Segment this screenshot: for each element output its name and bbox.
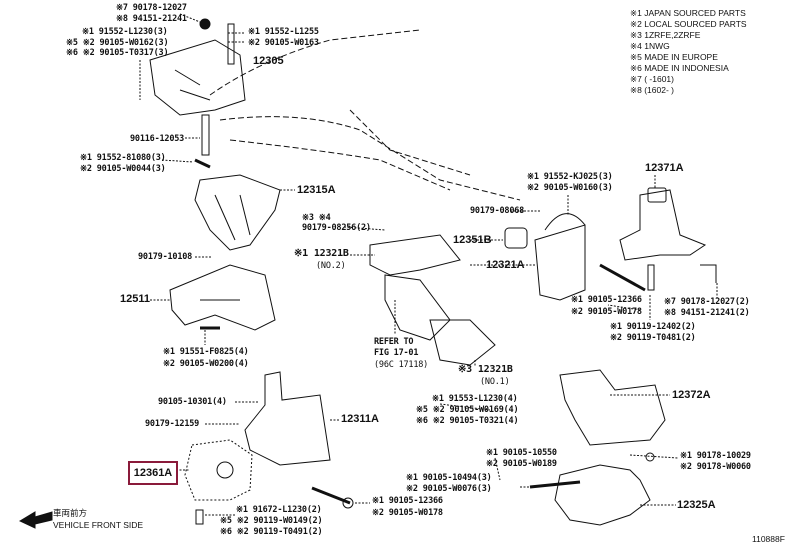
callout: ※5 ※2 90105-W0169(4) (416, 405, 519, 415)
nut-icon (199, 18, 211, 30)
bracket-12321A (534, 213, 586, 301)
callout: ※7 90178-12027(2) (664, 297, 750, 307)
figure-code: 110888F (752, 534, 785, 544)
callout: 90179-10108 (138, 252, 193, 262)
callout: ※2 90105-W0178 (571, 307, 642, 317)
callout: ※2 90105-W0076(3) (406, 484, 492, 494)
callout: ※6 ※2 90105-T0321(4) (416, 416, 519, 426)
callout: ※2 90105-W0178 (372, 508, 443, 518)
part-12315A[interactable]: 12315A (297, 184, 336, 196)
bracket-12311A (244, 371, 331, 466)
callout: ※3 12321B (458, 364, 513, 375)
bolt-icon (227, 23, 235, 65)
legend-item: ※4 1NWG (630, 41, 670, 51)
mount-12361A (184, 439, 253, 501)
legend-item: ※5 MADE IN EUROPE (630, 52, 718, 62)
callout: ※7 90178-12027 (116, 3, 187, 13)
reference-note: FIG 17-01 (374, 348, 419, 358)
callout: ※1 91552-L1230(3) (82, 27, 168, 37)
legend-item: ※3 1ZRFE,2ZRFE (630, 30, 701, 40)
callout: ※6 ※2 90105-T0317(3) (66, 48, 169, 58)
callout: ※6 ※2 90119-T0491(2) (220, 527, 323, 537)
callout: ※3 ※4 (302, 213, 331, 223)
callout: ※1 91551-F0825(4) (163, 347, 249, 357)
highlight-box[interactable]: 12361A (128, 461, 178, 485)
engine-outline (209, 29, 521, 201)
callout: ※5 ※2 90119-W0149(2) (220, 516, 323, 526)
legend-item: ※2 LOCAL SOURCED PARTS (630, 19, 747, 29)
callout: 90179-08068 (470, 206, 525, 216)
part-12372A[interactable]: 12372A (672, 389, 711, 401)
callout: 90179-08256(2) (302, 223, 371, 233)
callout: 90116-12053 (130, 134, 185, 144)
part-12321A[interactable]: 12321A (486, 259, 525, 271)
callout: (NO.2) (316, 261, 346, 271)
callout: ※1 90105-12366 (571, 295, 642, 305)
reference-note: (96C 17118) (374, 360, 429, 370)
mount-12371A (619, 189, 707, 261)
callout: ※2 90105-W0189 (486, 459, 557, 469)
callout: ※1 12321B (294, 248, 349, 259)
bracket-12511 (169, 264, 276, 331)
part-12511[interactable]: 12511 (120, 293, 150, 305)
callout: ※1 91552-L1255 (248, 27, 319, 37)
callout: ※1 91552-KJ025(3) (527, 172, 613, 182)
callout: ※2 90105-W0160(3) (527, 183, 613, 193)
callout: ※2 90119-T0481(2) (610, 333, 696, 343)
part-12325A[interactable]: 12325A (677, 499, 716, 511)
legend-item: ※8 (1602- ) (630, 85, 674, 95)
callout: 90179-12159 (145, 419, 200, 429)
bracket-12372A (559, 369, 666, 446)
legend-item: ※7 ( -1601) (630, 74, 674, 84)
callout: ※1 91672-L1230(2) (236, 505, 322, 515)
stud-icon (201, 114, 210, 156)
bracket-12321B (369, 234, 496, 366)
callout: ※1 90105-12366 (372, 496, 443, 506)
callout: 90105-10301(4) (158, 397, 227, 407)
front-label-en: VEHICLE FRONT SIDE (53, 520, 144, 530)
legend-item: ※1 JAPAN SOURCED PARTS (630, 8, 746, 18)
callout: ※1 90178-10029 (680, 451, 751, 461)
bracket-12315A (194, 174, 281, 251)
part-12305[interactable]: 12305 (253, 55, 284, 67)
callout: ※8 94151-21241 (116, 14, 187, 24)
callout: ※2 90105-W0163 (248, 38, 319, 48)
callout: (NO.1) (480, 377, 510, 387)
callout: ※8 94151-21241(2) (664, 308, 750, 318)
bushing-12351B (504, 227, 528, 249)
callout: ※1 91552-81080(3) (80, 153, 166, 163)
callout: ※2 90105-W0200(4) (163, 359, 249, 369)
legend-item: ※6 MADE IN INDONESIA (630, 63, 729, 73)
front-label-jp: 車両前方 (53, 508, 88, 518)
part-12361A[interactable]: 12361A (133, 467, 173, 479)
front-arrow-icon (18, 511, 53, 529)
leader-lines (139, 13, 718, 516)
bracket-12305 (149, 39, 246, 116)
callout: ※2 90105-W0044(3) (80, 164, 166, 174)
reference-note: REFER TO (374, 337, 414, 347)
part-12371A[interactable]: 12371A (645, 162, 684, 174)
callout: ※1 91553-L1230(4) (432, 394, 518, 404)
callout: ※1 90119-12402(2) (610, 322, 696, 332)
part-12351B[interactable]: 12351B (453, 234, 492, 246)
callout: ※1 90105-10550 (486, 448, 557, 458)
part-12311A[interactable]: 12311A (341, 413, 379, 425)
bracket-12325A (554, 464, 651, 526)
callout: ※2 90178-W0060 (680, 462, 751, 472)
callout: ※5 ※2 90105-W0162(3) (66, 38, 169, 48)
callout: ※1 90105-10494(3) (406, 473, 492, 483)
